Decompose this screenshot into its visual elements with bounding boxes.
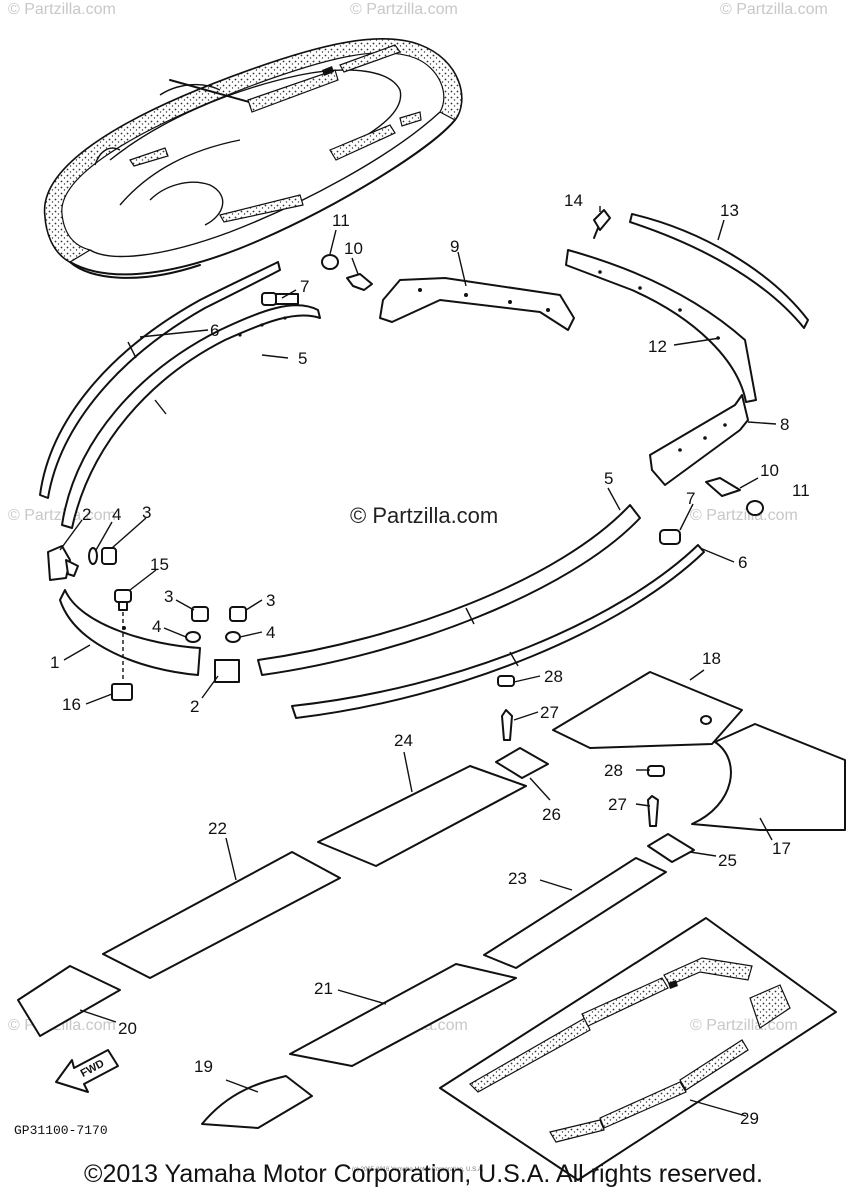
callout-27-b: 27: [608, 795, 627, 814]
part-4-washer-c: [225, 631, 241, 643]
callout-2-b: 2: [190, 697, 199, 716]
part-4-washer-a: [88, 547, 98, 565]
part-2-clip-lower: [214, 659, 240, 683]
callout-4-b: 4: [152, 617, 161, 636]
callout-4-c: 4: [266, 623, 275, 642]
part-10-rivet-lower: [705, 477, 741, 497]
part-24-mat: [317, 765, 527, 867]
callout-26: 26: [542, 805, 561, 824]
callout-27-a: 27: [540, 703, 559, 722]
callout-22: 22: [208, 819, 227, 838]
callout-23: 23: [508, 869, 527, 888]
watermark-mid-right: © Partzilla.com: [690, 507, 798, 524]
callout-3-a: 3: [142, 503, 151, 522]
part-21-mat: [289, 963, 517, 1067]
callout-6-upper: 6: [210, 321, 219, 340]
callout-4-a: 4: [112, 505, 121, 524]
leader-lines: [59, 206, 777, 1117]
callout-2-a: 2: [82, 505, 91, 524]
callout-19: 19: [194, 1057, 213, 1076]
watermark-center: © Partzilla.com: [350, 503, 498, 528]
part-17-pad: [691, 723, 846, 831]
part-9-bracket: [379, 277, 575, 331]
part-28-screw-b: [647, 765, 665, 777]
callout-labels: 1 2 2 3 3 3 4 4 4 5 5 6 6 7 7 8 9 10 10 …: [50, 191, 810, 1128]
callout-3-b: 3: [164, 587, 173, 606]
part-23-mat: [483, 857, 667, 969]
part-27-pin-b: [647, 795, 659, 827]
callout-3-c: 3: [266, 591, 275, 610]
part-11-cap-lower: [746, 500, 764, 516]
part-19-mat: [201, 1075, 313, 1129]
part-4-washer-b: [185, 631, 201, 643]
callout-1: 1: [50, 653, 59, 672]
watermark-top-left: © Partzilla.com: [8, 1, 116, 18]
part-15-bolt: [114, 589, 132, 611]
callout-20: 20: [118, 1019, 137, 1038]
callout-15: 15: [150, 555, 169, 574]
callout-9: 9: [450, 237, 459, 256]
callout-17: 17: [772, 839, 791, 858]
callout-14: 14: [564, 191, 583, 210]
part-27-pin-a: [501, 709, 513, 741]
callout-7-upper: 7: [300, 277, 309, 296]
callout-13: 13: [720, 201, 739, 220]
part-5-left-strip: [61, 304, 321, 529]
part-7-screw-upper: [261, 292, 299, 306]
callout-6-lower: 6: [738, 553, 747, 572]
copyright-notice: ©2013 Yamaha Motor Corporation, U.S.A. A…: [84, 1160, 763, 1188]
part-7-screw-lower: [659, 529, 681, 545]
part-25-plate: [647, 833, 695, 863]
part-6-left-strip: [39, 261, 281, 499]
callout-5-upper: 5: [298, 349, 307, 368]
callout-11-lower: 11: [792, 481, 810, 500]
part-29-mat-set: [439, 917, 837, 1181]
callout-18: 18: [702, 649, 721, 668]
watercraft-illustration: [43, 38, 463, 279]
part-28-screw-a: [497, 675, 515, 687]
part-3-nut-a: [101, 547, 117, 565]
callout-10-lower: 10: [760, 461, 779, 480]
callout-28-a: 28: [544, 667, 563, 686]
part-26-plate: [495, 747, 549, 779]
part-20-mat: [17, 965, 121, 1037]
part-3-nut-b: [191, 606, 209, 622]
part-14-pin: [593, 209, 611, 239]
part-12-strip: [565, 249, 757, 403]
callout-10-upper: 10: [344, 239, 363, 258]
watermark-mid-left: © Partzilla.com: [8, 507, 116, 524]
callout-8: 8: [780, 415, 789, 434]
watermark-top-center: © Partzilla.com: [350, 1, 458, 18]
part-11-cap-upper: [321, 254, 339, 270]
diagram-code: GP31100-7170: [14, 1123, 108, 1138]
callout-5-lower: 5: [604, 469, 613, 488]
part-5-lower-strip: [257, 504, 641, 676]
part-16-nut: [111, 683, 133, 701]
watermark-top-right: © Partzilla.com: [720, 1, 828, 18]
part-3-nut-c: [229, 606, 247, 622]
callout-29: 29: [740, 1109, 759, 1128]
callout-12: 12: [648, 337, 667, 356]
callout-24: 24: [394, 731, 413, 750]
part-10-rivet-upper: [346, 273, 373, 291]
part-6-lower-strip: [291, 544, 705, 719]
part-8-bracket: [649, 394, 749, 486]
callout-21: 21: [314, 979, 333, 998]
callout-25: 25: [718, 851, 737, 870]
callout-11-upper: 11: [332, 211, 350, 230]
callout-16: 16: [62, 695, 81, 714]
small-print: (c) 2005-2016 Yamaha Motor Corporation, …: [352, 1167, 484, 1173]
callout-28-b: 28: [604, 761, 623, 780]
part-1-bumper: [59, 589, 201, 676]
part-18-pad: [552, 671, 743, 749]
fwd-arrow-icon: FWD: [55, 1049, 119, 1093]
watermark-bottom-right: © Partzilla.com: [690, 1017, 798, 1034]
part-2-clip-upper: [47, 545, 79, 581]
callout-7-lower: 7: [686, 489, 695, 508]
part-22-mat: [102, 851, 341, 979]
part-13-strip: [629, 213, 809, 329]
